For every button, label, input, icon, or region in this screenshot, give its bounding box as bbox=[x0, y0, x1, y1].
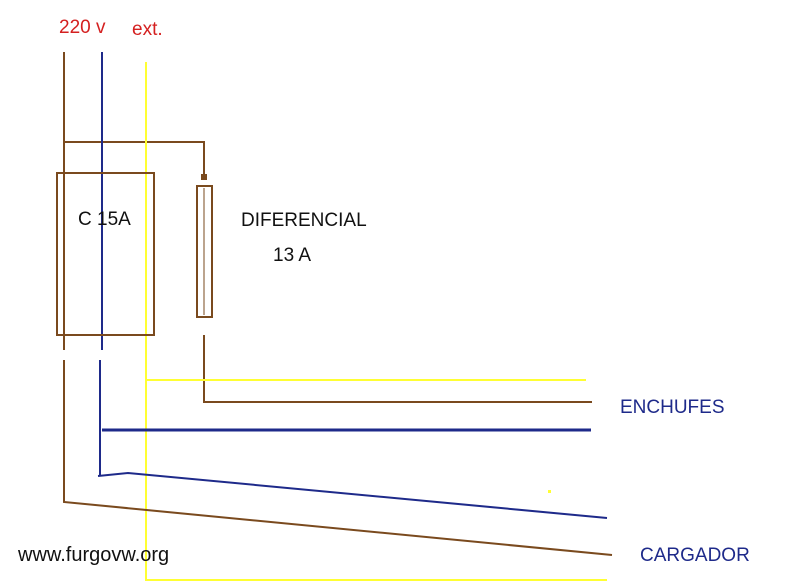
ground-wire bbox=[145, 62, 607, 581]
ground-speck bbox=[548, 490, 551, 493]
differential-terminal bbox=[201, 174, 207, 180]
charger-label: CARGADOR bbox=[640, 545, 750, 566]
charger-neutral-wire bbox=[97, 471, 608, 519]
differential-switch bbox=[196, 174, 213, 318]
supply-wires bbox=[63, 52, 607, 581]
differential-rating-label: 13 A bbox=[273, 245, 312, 266]
differential-body bbox=[196, 185, 213, 318]
differential-title-label: DIFERENCIAL bbox=[241, 210, 367, 231]
output-wires bbox=[63, 335, 613, 556]
supply-voltage-label: 220 v bbox=[59, 17, 106, 38]
breaker-box bbox=[56, 172, 155, 336]
outlets-phase-wire bbox=[203, 335, 592, 403]
phase-wire-in bbox=[63, 52, 205, 350]
outlets-label: ENCHUFES bbox=[620, 397, 725, 418]
external-label: ext. bbox=[132, 19, 163, 40]
website-label: www.furgovw.org bbox=[18, 544, 170, 566]
charger-phase-wire bbox=[63, 360, 613, 556]
breaker-label: C 15A bbox=[78, 209, 131, 230]
